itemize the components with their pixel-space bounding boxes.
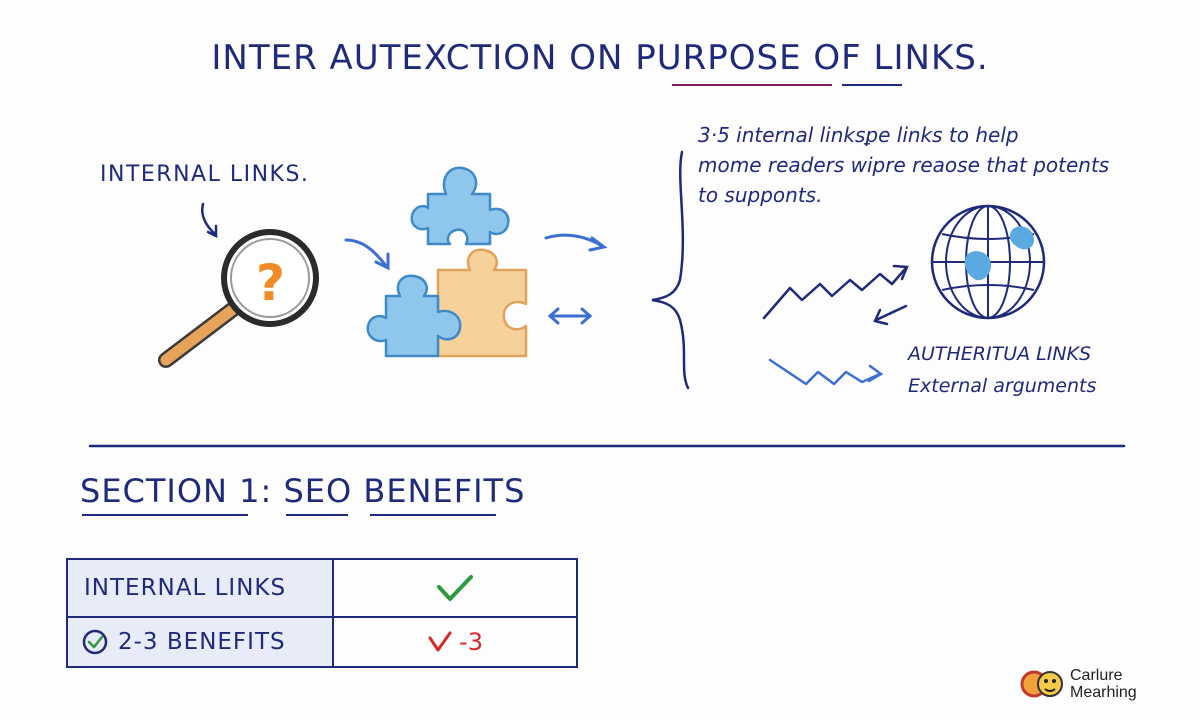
puzzle-piece-icon (366, 274, 462, 358)
arrow-icon (201, 202, 218, 239)
brand-mascot-icon (1020, 670, 1063, 698)
internal-links-label: INTERNAL LINKS. (100, 162, 310, 187)
page-title: INTER AUTEXCTION ON PURPOSE OF LINKS. (211, 38, 989, 78)
arrow-icon (762, 264, 909, 320)
row-label: INTERNAL LINKS (84, 575, 287, 601)
description-line: mome readers wipre reaose that potents (698, 153, 1110, 177)
section-title-underline (82, 514, 248, 516)
curly-brace-icon (651, 150, 690, 390)
link-type-labels: AUTHERITUA LINKS External arguments (908, 338, 1096, 402)
check-circle-icon (82, 629, 108, 655)
red-check-icon (428, 631, 452, 652)
description-line: to supponts. (698, 183, 823, 207)
globe-icon (930, 204, 1046, 320)
description-line: 3·5 internal linksꝑe links to help (698, 123, 1019, 147)
table-cell-label: INTERNAL LINKS (68, 560, 334, 618)
brand-logo: Carlure Mearhing (1020, 666, 1137, 702)
arrow-icon (873, 304, 908, 326)
arrow-icon (344, 238, 390, 271)
arrow-icon (544, 233, 608, 252)
title-underline-of (842, 84, 902, 86)
magnifying-glass-icon (158, 229, 319, 368)
section-title-underline (286, 514, 348, 516)
brand-line: Carlure (1070, 667, 1123, 684)
benefits-table: INTERNAL LINKS 2-3 BENEFITS -3 (66, 558, 578, 668)
brand-name: Carlure Mearhing (1070, 667, 1137, 701)
table-cell-label: 2-3 BENEFITS (68, 618, 334, 666)
section-title-underline (370, 514, 496, 516)
arrow-icon (547, 307, 593, 325)
title-underline-purpose (672, 84, 832, 86)
authority-links-label: AUTHERITUA LINKS (908, 343, 1092, 365)
green-check-icon (437, 575, 473, 601)
section-title: SECTION 1: SEO BENEFITS (80, 472, 526, 510)
row-value: -3 (459, 628, 483, 656)
description-text: 3·5 internal linksꝑe links to help mome … (698, 120, 1178, 210)
table-cell-value (334, 560, 576, 618)
table-cell-value: -3 (334, 618, 576, 666)
row-label: 2-3 BENEFITS (118, 629, 286, 655)
question-mark-icon: ? (256, 254, 285, 312)
external-arguments-label: External arguments (908, 375, 1097, 397)
arrow-icon (768, 358, 884, 386)
brand-line: Mearhing (1070, 684, 1137, 701)
puzzle-piece-icon (410, 166, 510, 246)
